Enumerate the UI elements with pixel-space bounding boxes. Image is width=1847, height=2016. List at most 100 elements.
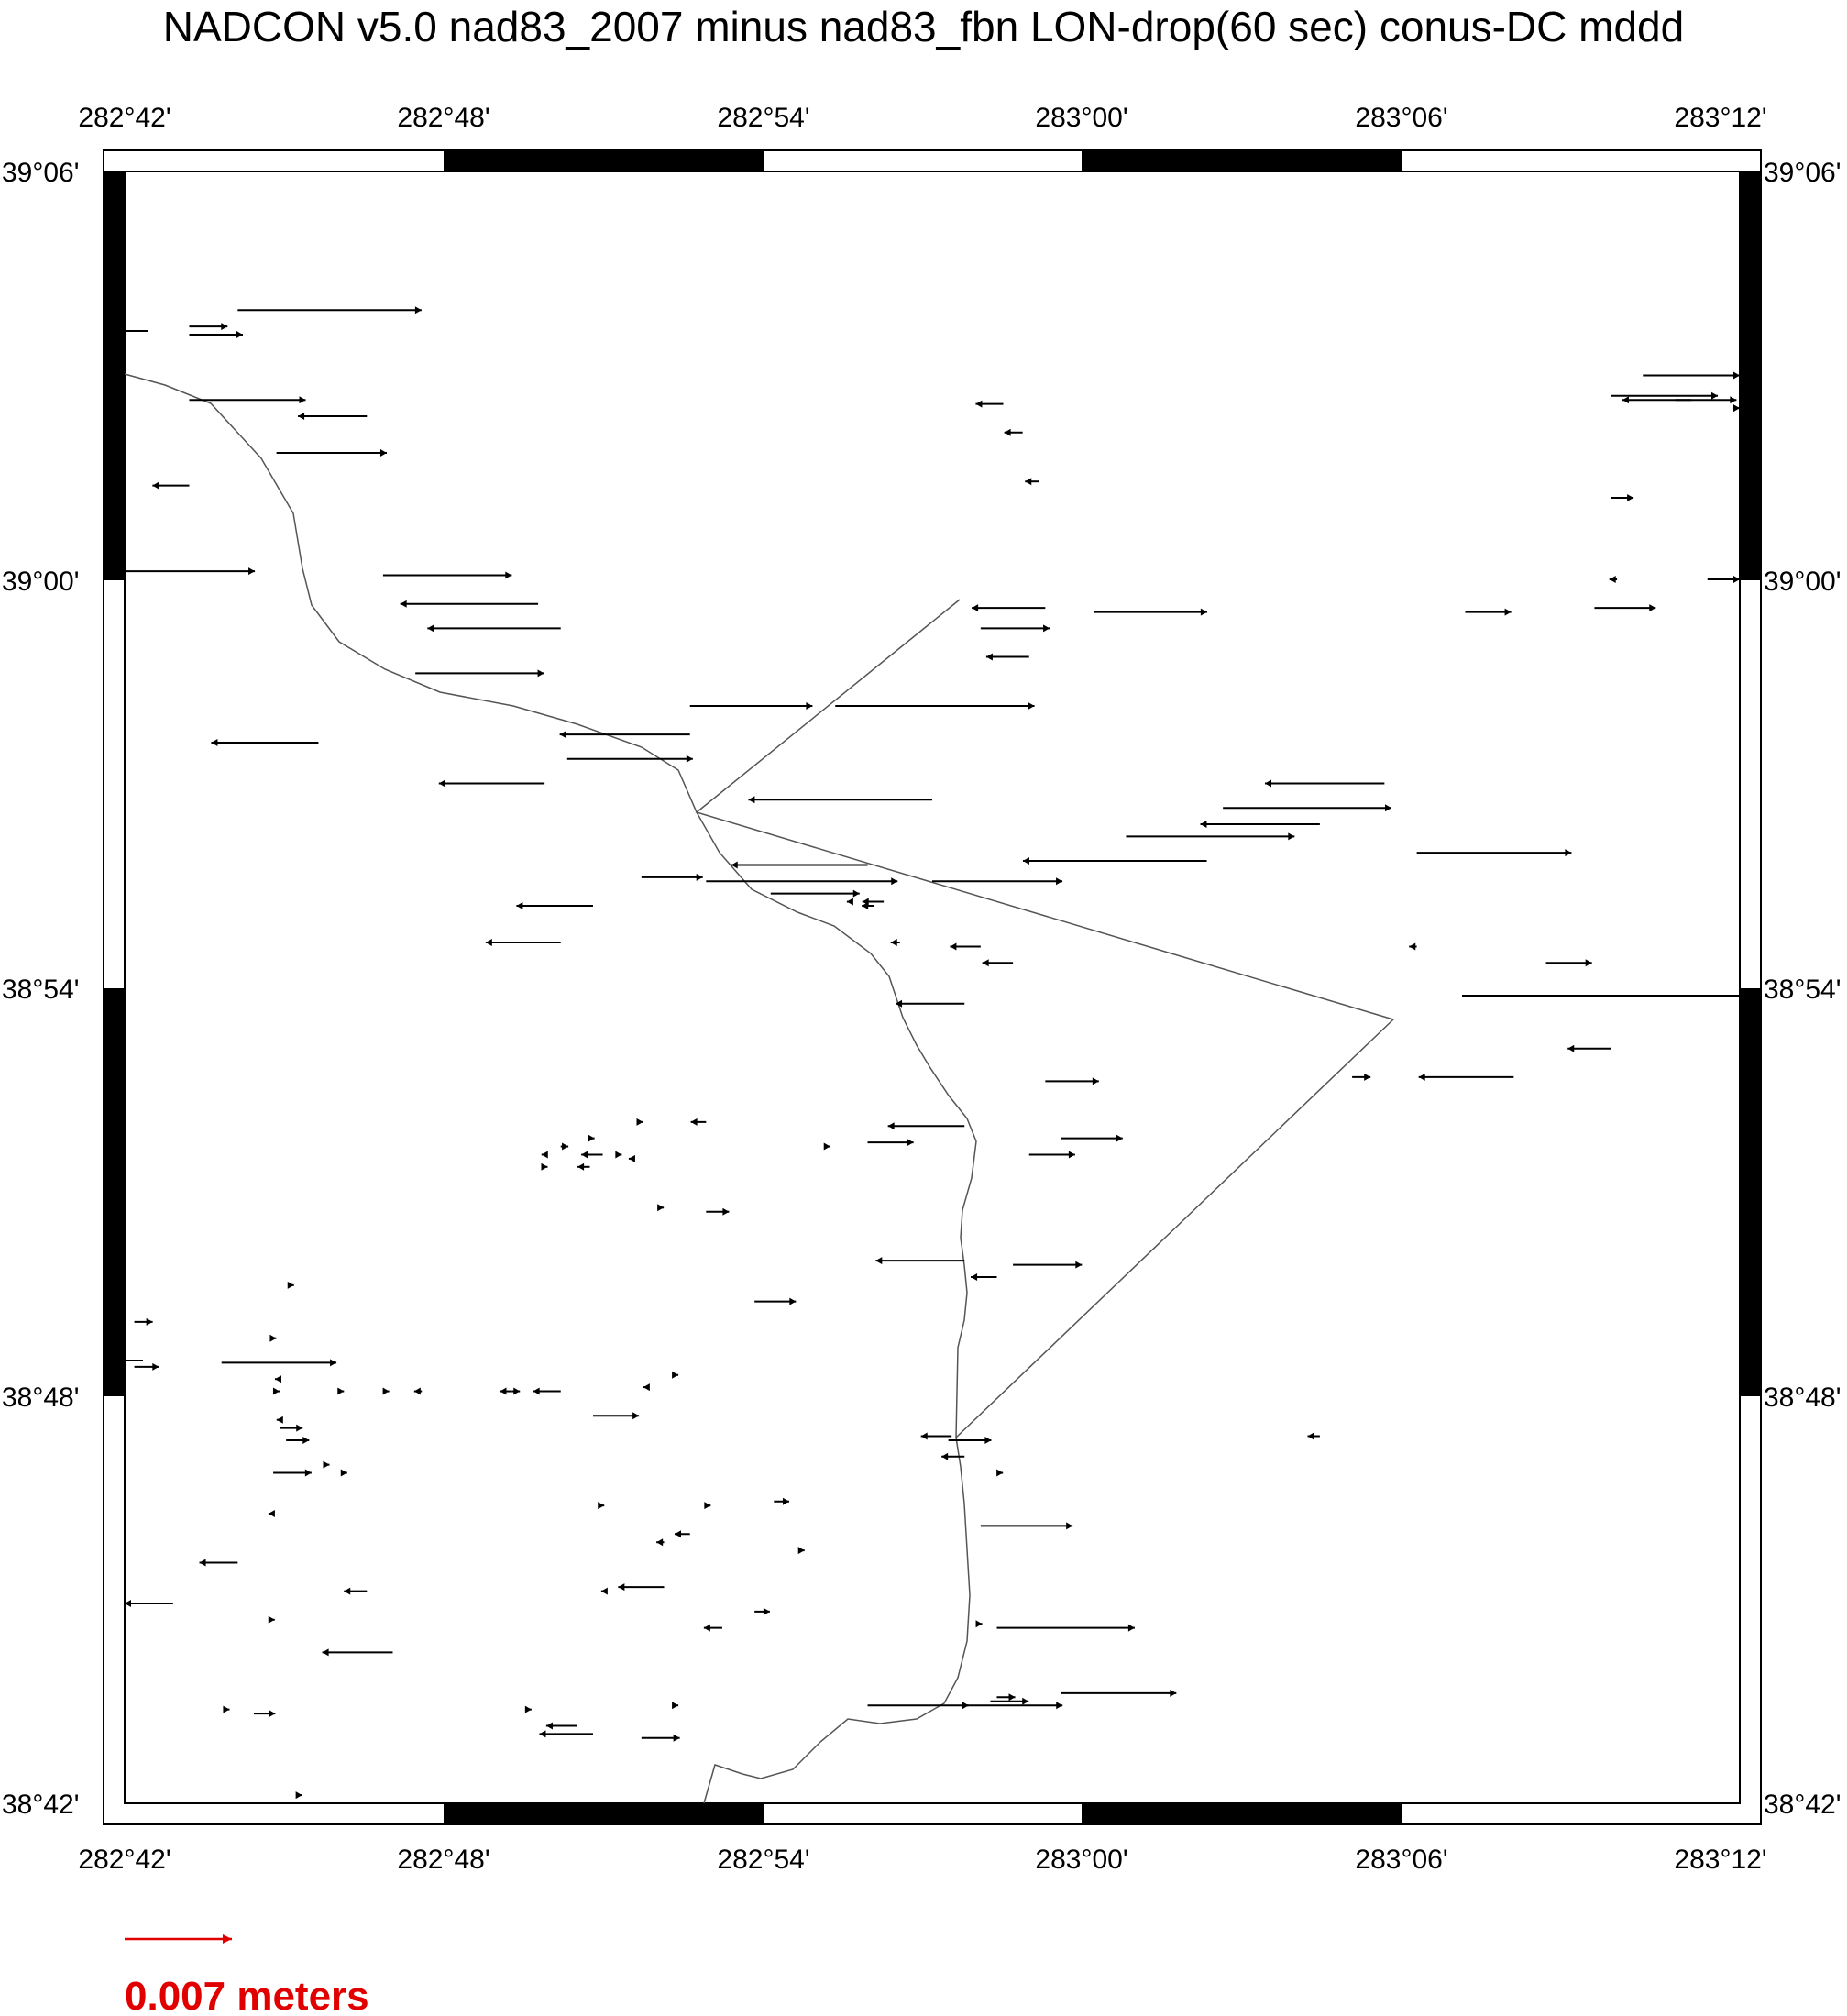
vector-arrow — [748, 796, 932, 804]
vector-arrow — [295, 1791, 302, 1800]
vector-arrow — [672, 1702, 679, 1710]
vector-head — [414, 306, 422, 314]
vector-arrow — [890, 939, 900, 947]
vector-head — [559, 731, 566, 739]
vector-head — [298, 413, 305, 420]
vector-arrow — [706, 877, 898, 886]
vector-head — [524, 1705, 532, 1713]
vector-head — [211, 739, 218, 746]
vector-head — [438, 779, 445, 788]
vector-arrow — [280, 1424, 303, 1432]
vector-arrow — [588, 1134, 595, 1142]
vector-arrow — [323, 1460, 330, 1469]
vector-head — [1025, 478, 1032, 486]
vector-arrow — [1223, 804, 1392, 812]
vector-head — [1028, 701, 1035, 710]
vector-head — [806, 701, 813, 710]
vector-head — [1585, 959, 1592, 967]
vector-arrow — [948, 1436, 992, 1444]
vector-head — [890, 939, 897, 947]
vector-arrow — [1126, 832, 1295, 841]
vector-arrow — [1004, 428, 1023, 436]
dc-boundary-line — [695, 599, 1395, 1438]
vector-head — [1127, 1624, 1135, 1632]
vector-arrow — [189, 331, 243, 338]
vector-arrow — [887, 1122, 965, 1130]
vector-arrow — [990, 1697, 1029, 1705]
vector-arrow — [657, 1204, 665, 1212]
vector-arrow — [674, 1530, 690, 1538]
y-tick-right: 39°06' — [1764, 158, 1841, 188]
vector-arrow — [980, 624, 1050, 633]
vector-arrow — [996, 1624, 1135, 1632]
vector-arrow — [706, 1207, 730, 1216]
vector-arrow — [932, 877, 1063, 886]
vector-head — [400, 600, 407, 608]
vector-arrow — [641, 1734, 680, 1742]
vector-arrow — [703, 1624, 722, 1632]
vector-arrow — [566, 755, 693, 763]
vector-arrow — [577, 1162, 590, 1171]
vector-arrow — [1045, 1077, 1099, 1085]
vector-arrow — [511, 1387, 521, 1395]
vector-head — [1565, 849, 1572, 857]
vector-head — [982, 959, 989, 967]
vector-head — [852, 889, 860, 898]
x-tick-top: 283°00' — [1035, 103, 1127, 133]
vector-arrow — [1611, 494, 1634, 501]
vector-arrow — [1465, 608, 1512, 616]
river-boundary-line — [124, 373, 977, 1804]
vector-head — [628, 1154, 635, 1162]
vector-arrow — [1622, 396, 1692, 404]
vector-head — [1609, 576, 1616, 583]
vector-arrow — [643, 1383, 650, 1392]
vector-head — [975, 1620, 983, 1628]
scale-arrow-head — [223, 1934, 232, 1944]
vector-arrow — [1409, 942, 1417, 951]
vector-head — [891, 877, 898, 886]
x-tick-top: 282°54' — [717, 103, 809, 133]
vector-head — [673, 1734, 680, 1742]
vector-head — [598, 1502, 605, 1510]
vector-head — [322, 1648, 329, 1657]
frame-bar-right-1 — [1740, 171, 1761, 580]
vector-arrow — [134, 1362, 159, 1371]
vector-arrow — [545, 1722, 577, 1730]
vector-head — [330, 1359, 337, 1367]
vector-arrow — [438, 779, 545, 788]
vector-head — [268, 1615, 275, 1624]
vector-head — [1504, 608, 1512, 616]
vector-head — [1627, 494, 1634, 501]
vector-head — [302, 1436, 310, 1444]
vector-arrow — [415, 669, 544, 678]
vector-arrow — [427, 624, 561, 633]
vector-head — [920, 1432, 928, 1440]
vector-head — [513, 1387, 521, 1395]
vector-arrow — [950, 942, 981, 951]
vector-head — [537, 669, 544, 678]
vector-head — [221, 323, 228, 331]
x-tick-bottom: 282°54' — [717, 1845, 809, 1875]
vector-head — [1733, 576, 1740, 583]
vector-arrow — [704, 1502, 711, 1510]
vector-head — [600, 1587, 608, 1595]
outer-frame — [103, 149, 1762, 1825]
vector-arrow — [1545, 959, 1592, 967]
vector-arrow — [268, 1510, 275, 1518]
vector-arrow — [689, 701, 813, 710]
vector-arrow — [560, 1142, 569, 1151]
vector-head — [672, 1702, 679, 1710]
vector-arrow — [971, 1272, 997, 1281]
vector-head — [500, 1387, 507, 1395]
y-tick-right: 38°42' — [1764, 1790, 1841, 1820]
vector-head — [875, 1257, 883, 1265]
vector-arrow — [996, 1693, 1016, 1702]
vector-arrow — [1061, 1689, 1177, 1697]
vector-head — [656, 1538, 664, 1547]
vector-head — [1075, 1261, 1083, 1269]
vector-arrow — [1094, 608, 1207, 616]
vector-head — [823, 1142, 830, 1151]
vector-arrow — [1611, 391, 1719, 400]
vector-arrow — [1200, 821, 1320, 828]
x-tick-bottom: 282°48' — [397, 1845, 489, 1875]
